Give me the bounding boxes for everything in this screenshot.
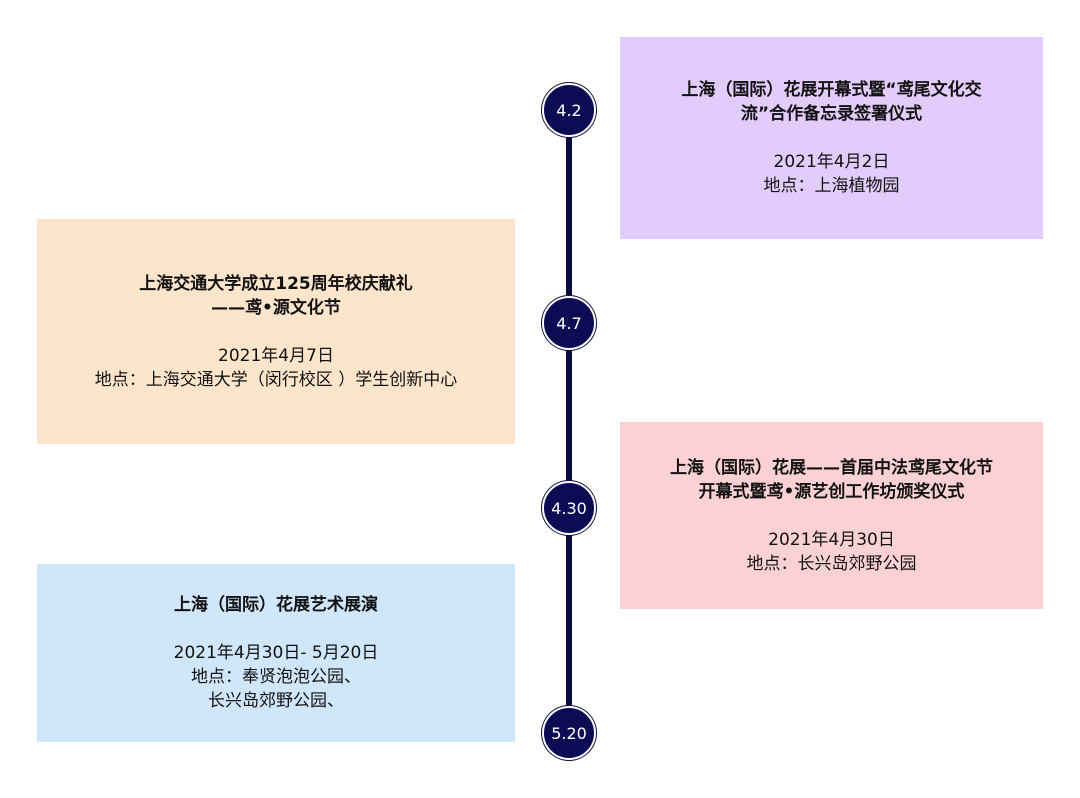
event-date: 2021年4月7日: [218, 345, 334, 366]
timeline-node-2: 4.7: [542, 296, 596, 350]
event-title: 上海（国际）花展开幕式暨“鸢尾文化交 流”合作备忘录签署仪式: [681, 80, 982, 124]
event-card-3: 上海（国际）花展——首届中法鸢尾文化节 开幕式暨鸢•源艺创工作坊颁奖仪式 202…: [620, 422, 1043, 609]
timeline-node-4: 5.20: [542, 706, 596, 760]
event-card-2: 上海交通大学成立125周年校庆献礼 ——鸢•源文化节 2021年4月7日 地点：…: [37, 219, 515, 444]
event-location: 地点：上海植物园: [763, 176, 900, 196]
event-card-1: 上海（国际）花展开幕式暨“鸢尾文化交 流”合作备忘录签署仪式 2021年4月2日…: [620, 37, 1043, 239]
timeline-node-3: 4.30: [542, 481, 596, 535]
event-date: 2021年4月30日: [768, 529, 895, 550]
event-title: 上海（国际）花展艺术展演: [174, 595, 378, 615]
timeline-line: [566, 110, 572, 730]
timeline-node-1: 4.2: [542, 83, 596, 137]
event-date: 2021年4月2日: [773, 152, 890, 172]
event-location: 地点：奉贤泡泡公园、 长兴岛郊野公园、: [191, 667, 361, 711]
event-title: 上海（国际）花展——首届中法鸢尾文化节 开幕式暨鸢•源艺创工作坊颁奖仪式: [670, 457, 993, 502]
event-location: 地点：长兴岛郊野公园: [746, 553, 917, 574]
event-title: 上海交通大学成立125周年校庆献礼 ——鸢•源文化节: [139, 273, 413, 318]
event-date: 2021年4月30日- 5月20日: [173, 643, 379, 663]
event-location: 地点：上海交通大学（闵行校区 ）学生创新中心: [94, 369, 458, 390]
event-card-4: 上海（国际）花展艺术展演 2021年4月30日- 5月20日 地点：奉贤泡泡公园…: [37, 564, 515, 742]
